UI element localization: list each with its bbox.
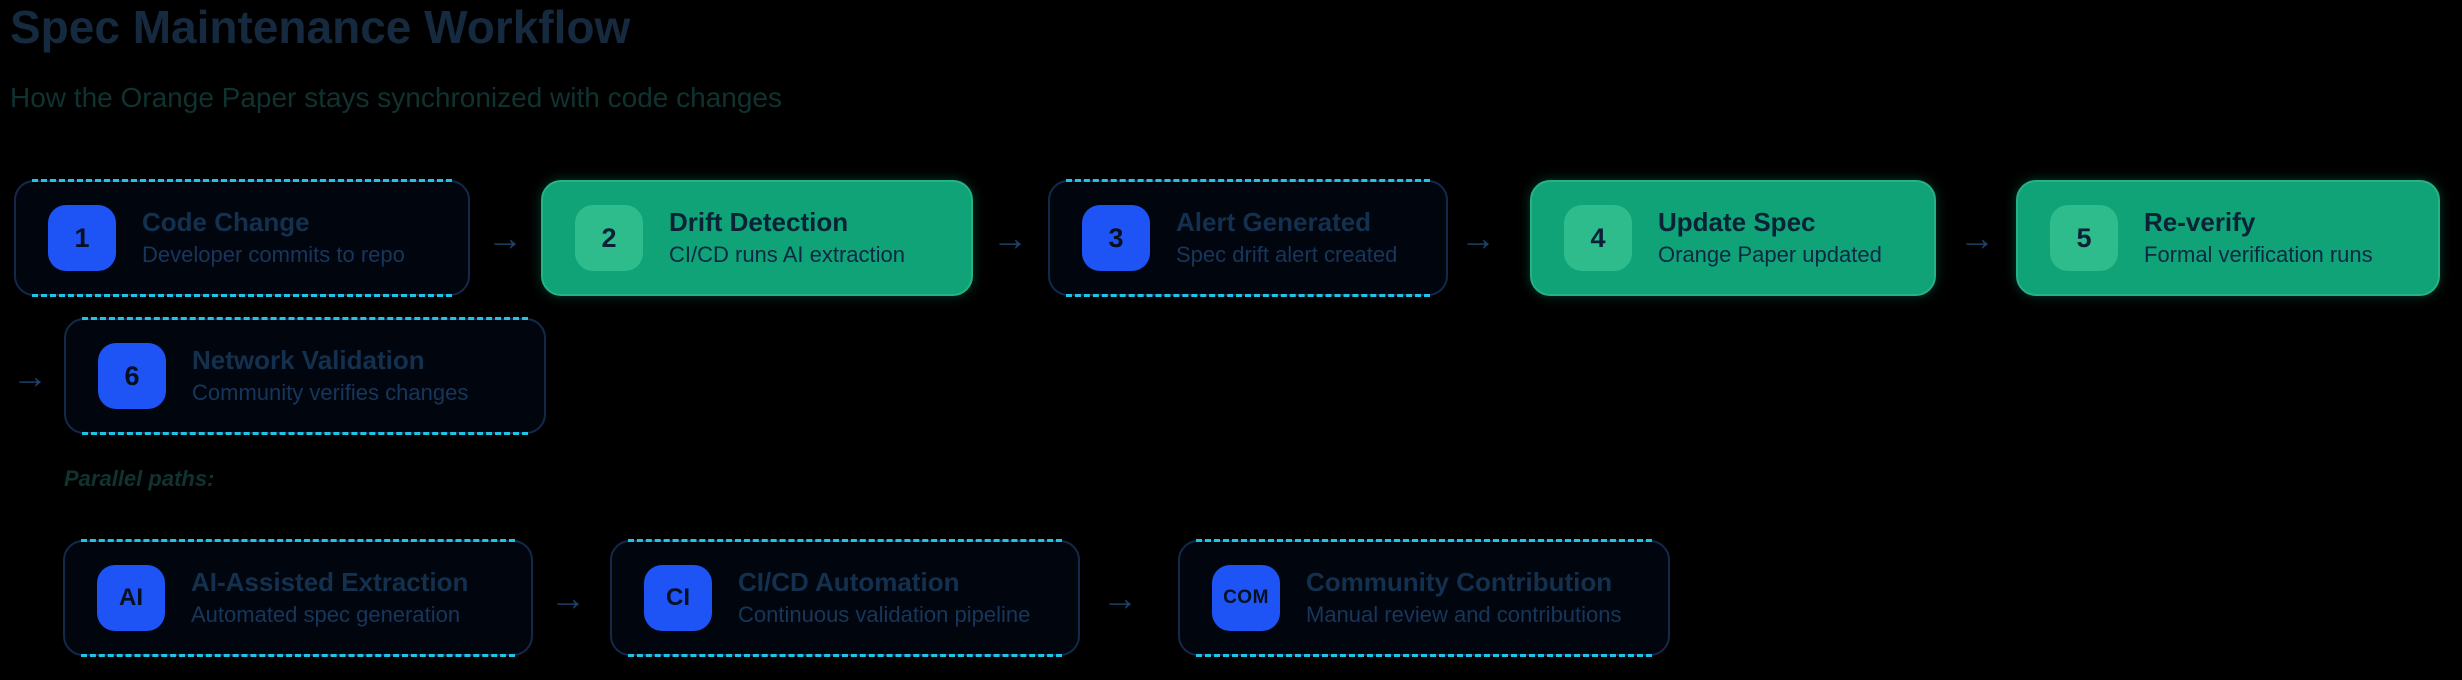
- step-title: Alert Generated: [1176, 207, 1372, 238]
- step-text: Drift Detection CI/CD runs AI extraction: [669, 206, 905, 269]
- step-description: Community verifies changes: [192, 380, 469, 406]
- flow-arrow-icon: →: [1460, 217, 1496, 258]
- step-description: Continuous validation pipeline: [738, 602, 1031, 628]
- step-number: 6: [124, 360, 140, 391]
- step-text: Community Contribution Manual review and…: [1306, 566, 1622, 629]
- step-node-re-verify: 5 Re-verify Formal verification runs: [2016, 180, 2440, 296]
- step-description: Formal verification runs: [2144, 242, 2373, 268]
- page-subtitle: How the Orange Paper stays synchronized …: [10, 82, 782, 113]
- badge-label: AI: [119, 584, 143, 611]
- step-text: Update Spec Orange Paper updated: [1658, 206, 1882, 269]
- step-text: CI/CD Automation Continuous validation p…: [738, 566, 1030, 629]
- step-number: 2: [601, 222, 617, 253]
- step-description: Manual review and contributions: [1306, 602, 1622, 628]
- step-number: 5: [2076, 222, 2092, 253]
- flow-arrow-icon: →: [1959, 217, 1995, 258]
- step-description: Developer commits to repo: [142, 242, 405, 268]
- step-node-code-change: 1 Code Change Developer commits to repo: [14, 179, 470, 297]
- step-title: Network Validation: [192, 345, 425, 376]
- step-description: CI/CD runs AI extraction: [669, 242, 905, 268]
- step-number: 1: [74, 222, 90, 253]
- flow-arrow-icon: →: [992, 217, 1028, 258]
- step-node-alert-generated: 3 Alert Generated Spec drift alert creat…: [1048, 179, 1448, 297]
- step-title: Drift Detection: [669, 207, 849, 238]
- step-title: AI-Assisted Extraction: [191, 567, 469, 598]
- flow-arrow-icon: →: [550, 577, 586, 618]
- step-text: AI-Assisted Extraction Automated spec ge…: [191, 566, 468, 629]
- step-title: Update Spec: [1658, 207, 1816, 238]
- com-badge: COM: [1212, 565, 1280, 631]
- step-title: Code Change: [142, 207, 310, 238]
- step-number-badge: 1: [48, 205, 116, 271]
- step-text: Code Change Developer commits to repo: [142, 206, 405, 269]
- step-description: Automated spec generation: [191, 602, 461, 628]
- step-node-update-spec: 4 Update Spec Orange Paper updated: [1530, 180, 1936, 296]
- parallel-node-community-contribution: COM Community Contribution Manual review…: [1178, 539, 1670, 657]
- step-number-badge: 5: [2050, 205, 2118, 271]
- step-number-badge: 6: [98, 343, 166, 409]
- flow-arrow-icon: →: [1102, 577, 1138, 618]
- step-description: Orange Paper updated: [1658, 242, 1882, 268]
- step-node-network-validation: 6 Network Validation Community verifies …: [64, 317, 546, 435]
- parallel-node-ai-extraction: AI AI-Assisted Extraction Automated spec…: [63, 539, 533, 657]
- ai-badge: AI: [97, 565, 165, 631]
- step-text: Re-verify Formal verification runs: [2144, 206, 2373, 269]
- step-number: 4: [1590, 222, 1606, 253]
- badge-label: CI: [666, 584, 690, 611]
- step-text: Network Validation Community verifies ch…: [192, 344, 468, 407]
- step-number-badge: 4: [1564, 205, 1632, 271]
- step-number-badge: 3: [1082, 205, 1150, 271]
- step-title: Re-verify: [2144, 207, 2256, 238]
- flow-arrow-icon: →: [12, 355, 48, 396]
- parallel-paths-label: Parallel paths:: [64, 466, 215, 491]
- step-number-badge: 2: [575, 205, 643, 271]
- page-title: Spec Maintenance Workflow: [10, 1, 631, 53]
- ci-badge: CI: [644, 565, 712, 631]
- step-node-drift-detection: 2 Drift Detection CI/CD runs AI extracti…: [541, 180, 973, 296]
- step-text: Alert Generated Spec drift alert created: [1176, 206, 1397, 269]
- step-title: CI/CD Automation: [738, 567, 960, 598]
- step-description: Spec drift alert created: [1176, 242, 1398, 268]
- flow-arrow-icon: →: [487, 217, 523, 258]
- step-title: Community Contribution: [1306, 567, 1613, 598]
- badge-label: COM: [1223, 587, 1269, 608]
- step-number: 3: [1108, 222, 1124, 253]
- parallel-node-cicd-automation: CI CI/CD Automation Continuous validatio…: [610, 539, 1080, 657]
